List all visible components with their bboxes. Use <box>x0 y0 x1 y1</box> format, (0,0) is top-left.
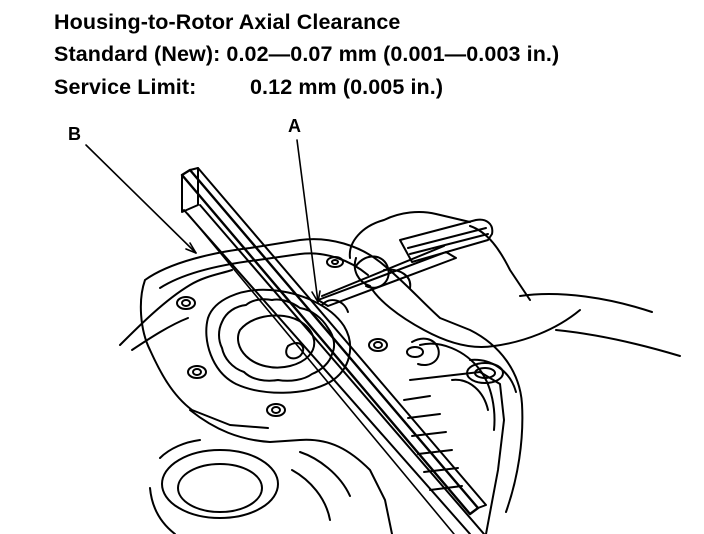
feeler-gauge-leaves <box>407 227 489 255</box>
oil-passage-outer <box>161 449 279 519</box>
bolt-hole <box>176 296 196 310</box>
limit-value: 0.12 mm (0.005 in.) <box>250 75 444 99</box>
bolt-hole <box>192 368 202 376</box>
bolt-holes <box>176 256 424 417</box>
bolt-hole <box>373 341 383 349</box>
right-casting-block <box>409 371 505 534</box>
spec-standard-line: Standard (New): 0.02—0.07 mm (0.001—0.00… <box>54 42 560 66</box>
right-wrist <box>519 293 681 357</box>
straight-edge-face <box>189 167 487 509</box>
rotor-shading <box>285 342 305 360</box>
right-boss-hole-inner <box>474 367 496 379</box>
bolt-hole <box>406 346 424 358</box>
lower-casting-ridges <box>149 439 351 534</box>
housing-right-flange <box>419 342 496 431</box>
pump-housing-outline <box>139 238 524 513</box>
bolt-hole <box>326 256 344 268</box>
spec-title: Housing-to-Rotor Axial Clearance <box>54 10 401 34</box>
callout-label-b: B <box>68 124 81 144</box>
leader-arrow-b <box>185 242 197 254</box>
rotor-hub <box>321 299 349 313</box>
callout-label-a: A <box>288 116 301 136</box>
feeler-gauge-handle <box>399 218 494 263</box>
standard-label: Standard (New): <box>54 42 221 66</box>
inner-rotor <box>237 314 316 369</box>
lower-right-fins <box>403 395 463 491</box>
spec-limit-line: Service Limit: 0.12 mm (0.005 in.) <box>54 75 443 99</box>
right-hand-thumb <box>355 255 390 289</box>
leader-line-a <box>296 139 319 303</box>
housing-lower-edge <box>189 409 393 534</box>
rotor-bore <box>205 288 352 394</box>
feeler-gauge-blade <box>317 251 457 307</box>
housing-rim-inner <box>159 252 369 289</box>
feeler-gauge-blade-edge <box>321 245 445 297</box>
limit-label: Service Limit: <box>54 75 197 99</box>
bolt-hole <box>271 406 281 414</box>
standard-value: 0.02—0.07 mm (0.001—0.003 in.) <box>226 42 560 66</box>
right-boss-ring <box>411 337 440 366</box>
straight-edge-inner-line <box>187 213 455 534</box>
straight-edge-bottom <box>183 204 485 534</box>
left-hand-finger <box>131 317 189 351</box>
bolt-hole <box>181 299 191 307</box>
oil-passage-inner <box>177 463 263 513</box>
bolt-hole <box>266 403 286 417</box>
right-hand-outline <box>348 211 581 348</box>
straight-edge-end <box>181 167 199 213</box>
bolt-hole <box>187 365 207 379</box>
leader-arrow-a <box>311 290 321 303</box>
right-boss-hole <box>466 362 504 384</box>
bolt-hole <box>368 338 388 352</box>
bolt-hole <box>331 259 339 265</box>
leader-line-b <box>85 144 197 254</box>
left-hand-outline <box>119 269 233 346</box>
